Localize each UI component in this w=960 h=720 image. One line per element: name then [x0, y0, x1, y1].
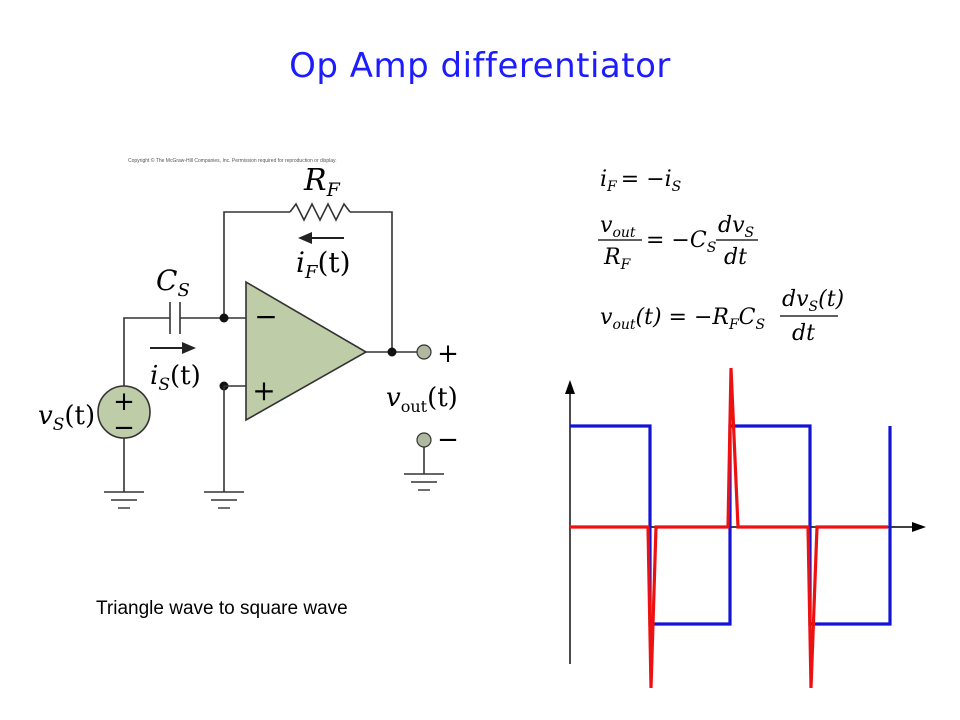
waveform-x-axis-arrow — [912, 522, 926, 532]
svg-text:= −CS: = −CS — [646, 228, 716, 256]
output-voltage-label: vout(t) — [386, 383, 458, 416]
svg-text:vout: vout — [600, 213, 636, 241]
capacitor-label: CS — [156, 264, 190, 301]
input-current-label: iS(t) — [150, 361, 201, 395]
input-current-arrowhead — [182, 342, 196, 354]
inverting-input-sign: − — [254, 300, 277, 333]
svg-text:dvS(t): dvS(t) — [782, 287, 844, 315]
feedback-current-arrowhead — [298, 232, 312, 244]
feedback-resistor-label: RF — [303, 163, 341, 201]
equation-differentiator-output: vout(t) = −RFCS dvS(t) dt — [600, 287, 844, 346]
svg-text:dvS: dvS — [718, 213, 754, 241]
noninverting-input-sign: + — [252, 374, 275, 407]
waveform-y-axis-arrow — [565, 380, 575, 394]
feedback-wire — [223, 211, 290, 318]
equation-differentiator-ratio: vout RF = −CS dvS dt — [598, 213, 758, 273]
source-plus-sign: + — [113, 387, 135, 417]
output-node — [387, 347, 397, 357]
svg-text:vout(t) = −RFCS: vout(t) = −RFCS — [600, 305, 765, 333]
feedback-resistor — [289, 202, 351, 222]
svg-text:RF: RF — [603, 245, 632, 273]
ground-symbol-output — [404, 473, 444, 491]
slide-title: Op Amp differentiator — [289, 46, 671, 86]
svg-text:dt: dt — [724, 245, 747, 270]
copyright-notice: Copyright © The McGraw-Hill Companies, I… — [128, 158, 337, 164]
output-terminal-plus — [416, 344, 432, 360]
ground-symbol-source — [104, 491, 144, 509]
output-terminal-minus — [416, 432, 432, 448]
waveform-differentiated-output — [570, 367, 888, 689]
output-minus-sign: − — [437, 425, 459, 455]
feedback-wire-right — [350, 211, 393, 352]
opamp-triangle — [245, 280, 368, 422]
source-voltage-label: vS(t) — [38, 401, 95, 435]
inverting-node — [219, 313, 229, 323]
equation-current-relation: iF= −iS — [600, 167, 681, 195]
source-minus-sign: − — [113, 413, 135, 443]
input-wire — [123, 317, 170, 386]
waveform-caption: Triangle wave to square wave — [96, 598, 348, 619]
ground-symbol-opamp — [204, 491, 244, 509]
waveform-plot — [565, 367, 926, 689]
output-plus-sign: + — [437, 339, 459, 369]
feedback-current-label: iF(t) — [296, 246, 351, 283]
svg-text:dt: dt — [792, 321, 815, 346]
